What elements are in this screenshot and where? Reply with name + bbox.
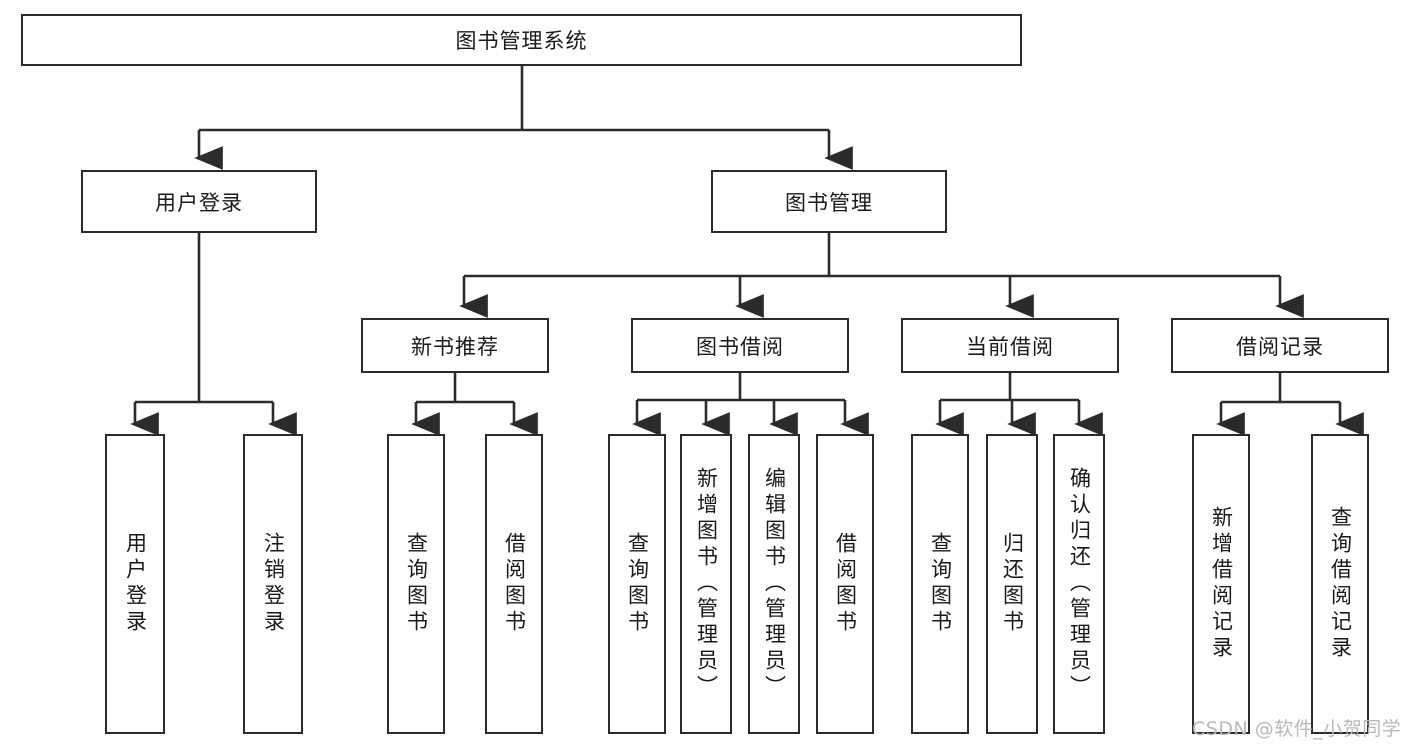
node-user-login[interactable]: 用户登录	[81, 170, 317, 233]
node-borrow-record[interactable]: 借阅记录	[1171, 318, 1389, 373]
node-leaf-return-book[interactable]: 归还图书	[986, 434, 1038, 734]
watermark-text: CSDN @软件_小贺同学	[1192, 718, 1402, 740]
node-leaf-query-book-3-label: 查询图书	[928, 532, 953, 636]
node-leaf-borrow-book-1[interactable]: 借阅图书	[485, 434, 543, 734]
node-leaf-query-book-3[interactable]: 查询图书	[911, 434, 969, 734]
node-new-book-rec-label: 新书推荐	[411, 334, 499, 359]
node-leaf-edit-book-label: 编辑图书（管理员）	[762, 467, 787, 701]
node-leaf-return-book-label: 归还图书	[1000, 532, 1025, 636]
node-current-borrow-label: 当前借阅	[966, 334, 1054, 359]
node-leaf-query-book-1-label: 查询图书	[404, 532, 429, 636]
node-root[interactable]: 图书管理系统	[21, 14, 1022, 66]
node-new-book-rec[interactable]: 新书推荐	[361, 318, 549, 373]
node-leaf-add-book[interactable]: 新增图书（管理员）	[680, 434, 732, 734]
node-leaf-user-login[interactable]: 用户登录	[105, 434, 165, 734]
node-leaf-logout[interactable]: 注销登录	[243, 434, 303, 734]
node-leaf-query-book-2[interactable]: 查询图书	[608, 434, 666, 734]
node-leaf-add-record[interactable]: 新增借阅记录	[1192, 434, 1250, 734]
node-borrow-record-label: 借阅记录	[1236, 334, 1324, 359]
node-leaf-query-record-label: 查询借阅记录	[1328, 506, 1353, 662]
node-user-login-label: 用户登录	[155, 190, 243, 215]
node-leaf-add-book-label: 新增图书（管理员）	[694, 467, 719, 701]
node-leaf-edit-book[interactable]: 编辑图书（管理员）	[748, 434, 800, 734]
node-book-borrow[interactable]: 图书借阅	[631, 318, 849, 373]
node-leaf-query-book-2-label: 查询图书	[625, 532, 650, 636]
node-leaf-borrow-book-2[interactable]: 借阅图书	[816, 434, 874, 734]
node-leaf-borrow-book-2-label: 借阅图书	[833, 532, 858, 636]
node-book-borrow-label: 图书借阅	[696, 334, 784, 359]
node-leaf-query-record[interactable]: 查询借阅记录	[1311, 434, 1369, 734]
node-book-manage[interactable]: 图书管理	[711, 170, 947, 233]
node-leaf-logout-label: 注销登录	[261, 532, 286, 636]
node-leaf-confirm-return[interactable]: 确认归还（管理员）	[1053, 434, 1105, 734]
node-leaf-query-book-1[interactable]: 查询图书	[387, 434, 445, 734]
node-current-borrow[interactable]: 当前借阅	[901, 318, 1119, 373]
node-leaf-confirm-return-label: 确认归还（管理员）	[1067, 467, 1092, 701]
node-book-manage-label: 图书管理	[785, 190, 873, 215]
node-leaf-user-login-label: 用户登录	[123, 532, 148, 636]
node-leaf-add-record-label: 新增借阅记录	[1209, 506, 1234, 662]
node-root-label: 图书管理系统	[455, 29, 588, 53]
node-leaf-borrow-book-1-label: 借阅图书	[502, 532, 527, 636]
